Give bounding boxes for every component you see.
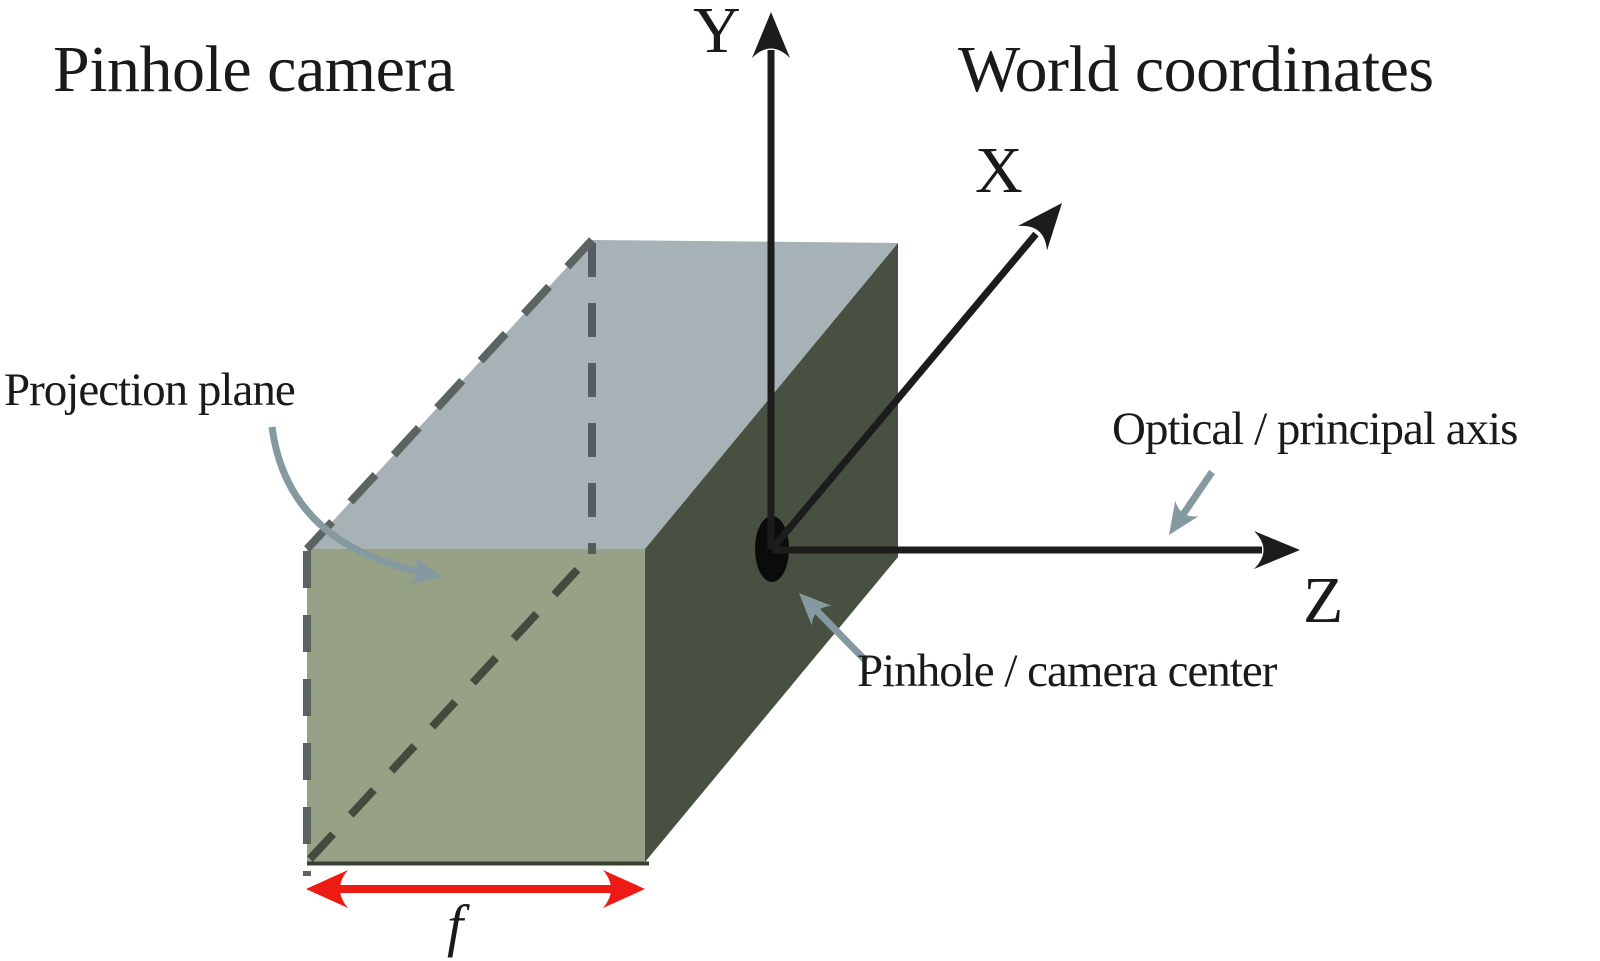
- projection-plane-pointer-arrowhead: [408, 557, 443, 585]
- z-axis-label: Z: [1303, 564, 1344, 637]
- projection-plane-top-edge-dashed: [304, 237, 595, 552]
- optical-axis-label: Optical / principal axis: [1112, 403, 1518, 455]
- x-axis-arrowhead: [1017, 203, 1062, 251]
- projection-plane-label: Projection plane: [4, 364, 296, 416]
- camera-box-projection-plane-face: [307, 549, 645, 862]
- z-axis-arrowhead: [1254, 531, 1300, 569]
- pinhole-center-label: Pinhole / camera center: [857, 645, 1277, 697]
- title-pinhole-camera: Pinhole camera: [53, 33, 455, 106]
- projection-plane-pointer-arrow: [268, 426, 433, 578]
- y-axis-label: Y: [693, 0, 741, 67]
- x-axis-label: X: [975, 134, 1023, 207]
- pinhole-pointer-arrowhead: [799, 593, 832, 626]
- optical-axis-pointer-arrow: [1177, 470, 1215, 521]
- optical-axis-pointer-arrowhead: [1169, 500, 1199, 535]
- pinhole-pointer-arrow: [812, 606, 869, 664]
- focal-length-label: f: [447, 893, 464, 958]
- focal-length-arrowhead-left: [306, 870, 348, 908]
- focal-length-arrowhead-right: [603, 870, 645, 908]
- x-axis-line: [769, 231, 1039, 552]
- camera-box-top-face: [307, 240, 898, 549]
- hidden-bottom-depth-edge-dashed: [307, 553, 593, 862]
- title-world-coordinates: World coordinates: [958, 33, 1434, 106]
- y-axis-arrowhead: [752, 12, 790, 58]
